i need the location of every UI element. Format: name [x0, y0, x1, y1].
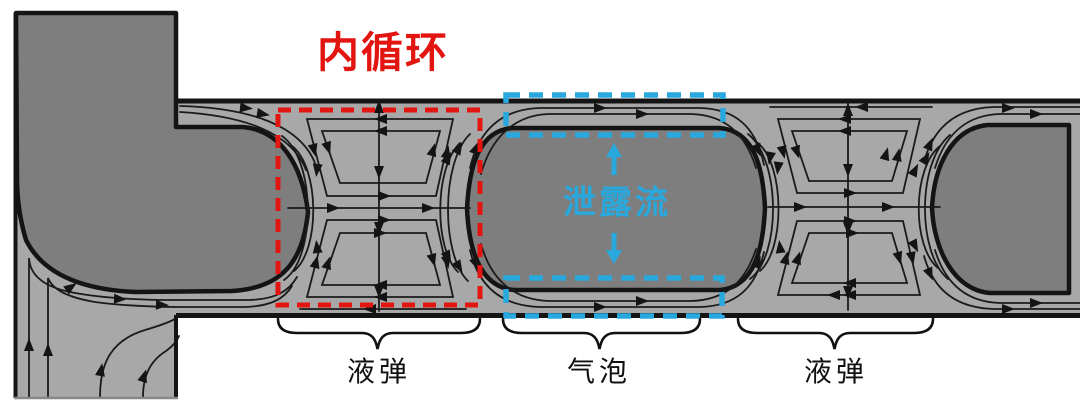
brace-bubble	[501, 317, 702, 350]
bubble-right	[929, 122, 1072, 296]
bubble-middle	[464, 125, 768, 293]
gas-bubbles	[13, 10, 1072, 296]
leakage-arrows	[606, 143, 622, 264]
leakage-flow-label: 泄露流	[563, 182, 671, 222]
leakage-up-arrowhead-icon	[606, 143, 622, 157]
flow-arrowheads	[24, 100, 1043, 384]
leakage-flow-box-bottom	[503, 275, 725, 319]
leakage-flow-box-top	[503, 92, 726, 138]
region-label-bubble: 气泡	[566, 355, 632, 388]
region-braces	[276, 317, 935, 350]
brace-slug-left	[276, 317, 482, 350]
internal-circulation-box	[275, 107, 483, 308]
junction-bubble	[13, 10, 311, 295]
internal-circulation-label: 内循环	[316, 28, 450, 77]
region-label-slug-right: 液弹	[803, 355, 869, 388]
leakage-down-arrowhead-icon	[606, 250, 622, 264]
brace-slug-right	[736, 317, 935, 350]
region-label-slug-left: 液弹	[346, 355, 412, 388]
